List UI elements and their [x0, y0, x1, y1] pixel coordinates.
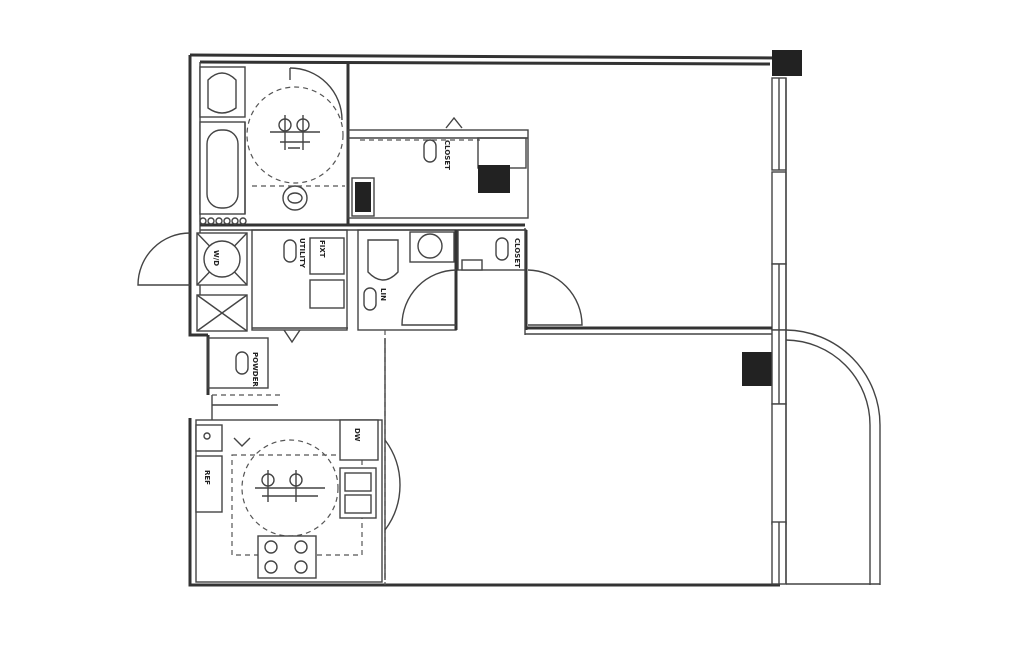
laundry-door-swing — [137, 232, 191, 286]
linen-label: LIN — [379, 288, 387, 301]
sink-icon — [282, 185, 308, 211]
wheelchair-icon-kitchen — [255, 470, 325, 502]
closet-a-label: CLOSET — [443, 140, 451, 170]
bedroom-door-swing — [527, 269, 583, 326]
column-top — [772, 50, 802, 76]
column-mid — [742, 352, 774, 386]
utility-label: UTILITY — [298, 238, 306, 269]
balcony — [785, 329, 881, 585]
dishwasher-label: DW — [353, 428, 361, 442]
kitchen-door-swing — [384, 439, 401, 531]
interior-walls — [200, 62, 772, 585]
laundry: W/D — [137, 232, 248, 332]
powder-door-swing — [401, 269, 457, 326]
toilet-icon — [207, 72, 237, 114]
towel-bar — [199, 217, 247, 225]
closet-a: CLOSET — [423, 116, 463, 170]
kitchen: REF DW — [195, 419, 401, 583]
toilet-icon-powder — [367, 239, 399, 281]
exterior-walls — [188, 53, 781, 587]
closet-b: CLOSET — [461, 237, 521, 271]
wheelchair-icon — [270, 115, 320, 150]
closet-b-label: CLOSET — [513, 238, 521, 268]
fixture-label: FIXT — [318, 240, 326, 258]
bath-door-swing — [289, 67, 343, 121]
bathroom — [199, 66, 345, 225]
turning-circle — [246, 86, 344, 184]
refrigerator-label: REF — [203, 470, 211, 485]
powder-label: POWDER — [251, 352, 259, 387]
refrigerator — [195, 455, 223, 513]
washer-dryer-label: W/D — [212, 250, 220, 266]
powder-room: LIN — [363, 231, 583, 326]
window-wall — [742, 50, 802, 585]
powder-closet: POWDER — [207, 337, 269, 389]
sink-icon-powder — [417, 233, 443, 259]
utility-closet: UTILITY FIXT — [283, 237, 345, 344]
bathtub-icon — [206, 129, 239, 209]
